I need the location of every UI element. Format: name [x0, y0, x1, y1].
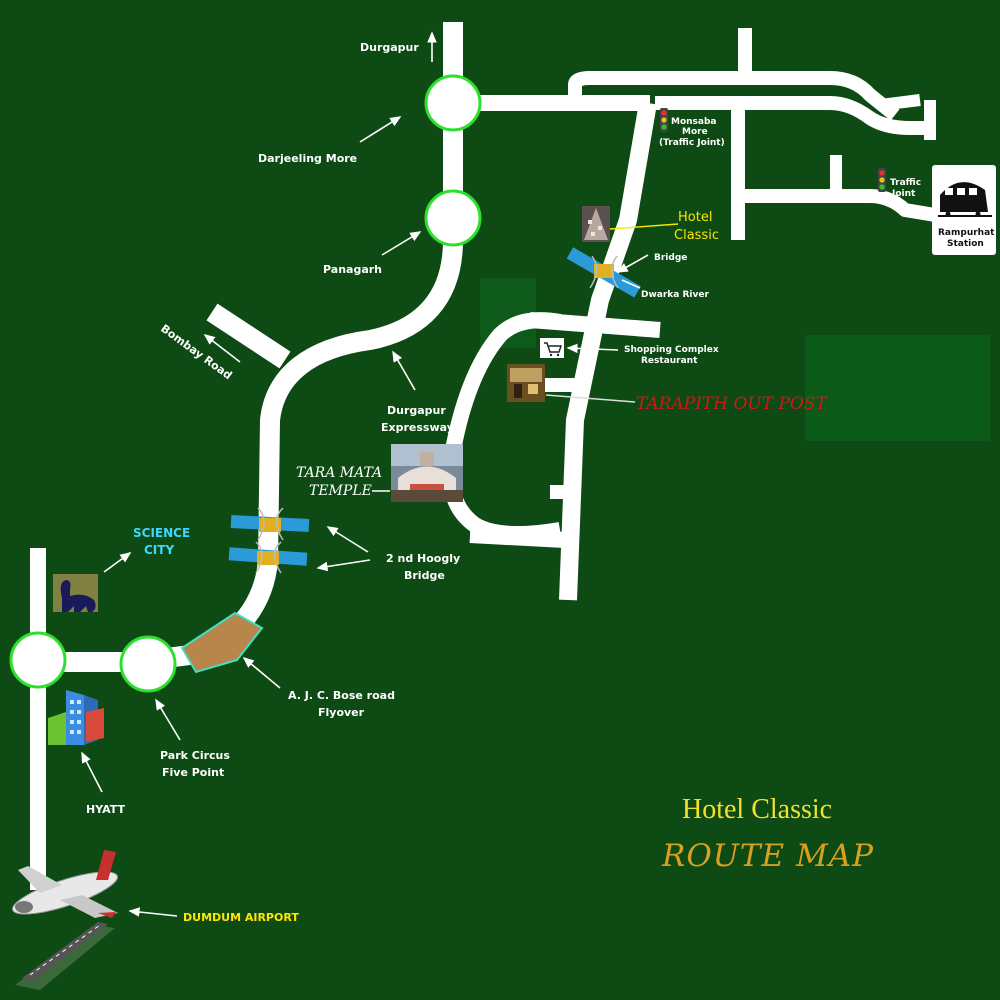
- map-shade-patch: [805, 335, 990, 441]
- bridge-icon: [230, 507, 310, 541]
- label-darjeeling-more: Darjeeling More: [258, 152, 357, 165]
- label-shopping-2: Restaurant: [641, 356, 698, 366]
- label-park-circus-1: Park Circus: [160, 749, 230, 762]
- bridge-icon: [228, 541, 308, 574]
- label-hyatt: HYATT: [86, 803, 126, 816]
- arrow-expressway: [392, 350, 416, 391]
- hotel-building-icon: [48, 690, 104, 745]
- bridge-icon: [566, 247, 641, 298]
- arrow-bridge-dwarka: [616, 254, 649, 273]
- label-bridge: Bridge: [654, 253, 687, 263]
- road-tarapith-main: [559, 101, 657, 601]
- arrow-science-city: [103, 552, 132, 573]
- road-temple-east: [469, 527, 566, 548]
- label-shopping-1: Shopping Complex: [624, 345, 719, 355]
- label-traffic-joint-2: Joint: [891, 189, 916, 199]
- label-hotel-2: Classic: [674, 228, 719, 243]
- roundabout-west: [9, 631, 67, 689]
- label-hoogly-2: Bridge: [404, 569, 445, 582]
- shopping-cart-icon: [540, 338, 564, 358]
- arrow-park-circus: [155, 698, 181, 741]
- map-title: Hotel Classic: [682, 794, 832, 825]
- label-ajc-2: Flyover: [318, 706, 365, 719]
- label-traffic-joint-1: Traffic: [890, 178, 921, 188]
- arrow-panagarh: [381, 231, 422, 256]
- arrow-dwarka-line: [621, 279, 641, 289]
- airplane-icon: [12, 850, 118, 990]
- label-hoogly-1: 2 nd Hoogly: [386, 552, 460, 565]
- hotel-photo: [582, 206, 610, 242]
- label-station-2: Station: [947, 239, 984, 249]
- traffic-light-icon: [878, 168, 886, 192]
- roundabout-darjeeling-more: [424, 74, 482, 132]
- road-loop: [568, 71, 900, 121]
- label-hotel-1: Hotel: [678, 210, 712, 225]
- label-expressway-2: Expressway: [381, 421, 454, 434]
- label-park-circus-2: Five Point: [162, 766, 224, 779]
- arrow-airport: [128, 907, 178, 917]
- arrow-bridge-1: [326, 526, 369, 553]
- road-station-lower: [738, 189, 937, 222]
- label-durgapur: Durgapur: [360, 41, 419, 54]
- roundabout-panagarh: [424, 189, 482, 247]
- arrow-darjeeling: [359, 116, 402, 143]
- arrow-flyover: [242, 656, 281, 689]
- road-bombay: [206, 303, 291, 369]
- arrow-bombay: [203, 334, 241, 363]
- road-to-station-top: [879, 94, 921, 111]
- pointer-arrows: [81, 31, 679, 917]
- traffic-light-icon: [660, 108, 668, 132]
- label-tara-mata-2: TEMPLE: [309, 483, 372, 499]
- road-loop-inner: [655, 96, 930, 135]
- label-dwarka-river: Dwarka River: [641, 290, 709, 300]
- arrow-shopping[interactable]: [566, 343, 619, 354]
- outpost-pointer-line: [545, 394, 636, 403]
- label-station-1: Rampurhat: [938, 228, 995, 238]
- map-subtitle: ROUTE MAP: [661, 838, 874, 874]
- temple-photo: [391, 444, 463, 502]
- label-tarapith-outpost: TARAPITH OUT POST: [636, 394, 829, 414]
- label-airport: DUMDUM AIRPORT: [183, 911, 299, 924]
- label-science-city-1: SCIENCE: [133, 526, 190, 540]
- label-expressway-1: Durgapur: [387, 404, 446, 417]
- roads: [30, 22, 937, 890]
- label-monsaba-3: (Traffic Joint): [659, 138, 725, 148]
- label-monsaba-1: Monsaba: [671, 117, 717, 127]
- ajc-bose-flyover: [180, 611, 264, 674]
- train-icon: [932, 165, 996, 255]
- label-panagarh: Panagarh: [323, 263, 382, 276]
- roundabout-park-circus: [119, 635, 177, 693]
- hotel-pointer-line: [609, 223, 679, 230]
- arrow-bridge-2: [316, 559, 371, 572]
- dinosaur-icon: [53, 574, 98, 612]
- label-science-city-2: CITY: [144, 543, 174, 557]
- label-ajc-1: A. J. C. Bose road: [288, 689, 395, 702]
- arrow-hyatt: [81, 751, 103, 793]
- label-monsaba-2: More: [682, 127, 708, 137]
- label-tara-mata-1: TARA MATA: [296, 465, 382, 481]
- outpost-photo: [507, 364, 545, 402]
